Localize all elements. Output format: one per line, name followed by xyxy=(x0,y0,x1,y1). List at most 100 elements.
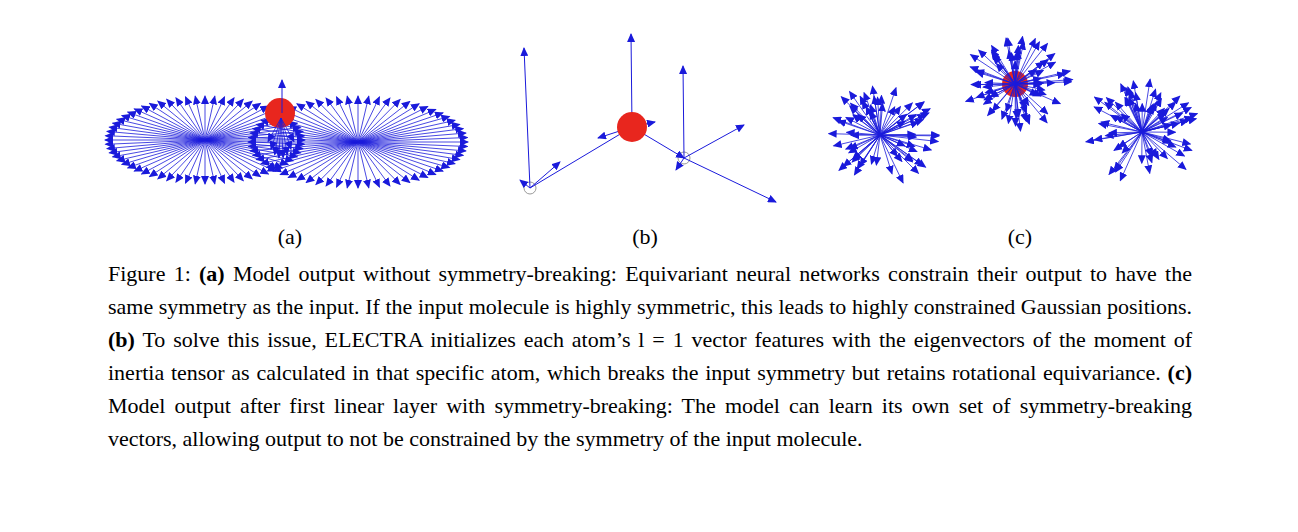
vector-arrow xyxy=(358,142,449,168)
vector-arrow xyxy=(880,114,907,135)
vector-arrow xyxy=(1142,132,1186,169)
vector-arrow xyxy=(880,107,900,135)
vector-arrow xyxy=(833,118,880,135)
vector-arrow xyxy=(142,106,205,140)
vector-arrow xyxy=(984,84,1015,100)
vector-arrow xyxy=(358,142,379,187)
vector-arrow xyxy=(347,96,358,142)
vector-arrow xyxy=(1126,98,1142,132)
vector-arrow xyxy=(530,127,632,188)
vector-arrow xyxy=(205,103,261,140)
vector-arrow xyxy=(1094,107,1142,132)
vector-arrow xyxy=(281,118,283,158)
vector-arrow xyxy=(205,140,206,184)
vector-arrow xyxy=(973,84,1015,86)
vector-arrow xyxy=(358,113,443,142)
vector-arrow xyxy=(358,124,460,142)
vector-arrow xyxy=(851,135,880,136)
vector-arrow xyxy=(829,134,880,135)
vector-arrow xyxy=(684,158,776,202)
vector-arrow xyxy=(880,122,918,135)
vector-arrow xyxy=(880,135,938,142)
panel-label: (c) xyxy=(1008,224,1032,250)
vector-arrow xyxy=(128,112,205,140)
vector-arrow xyxy=(880,135,903,183)
vector-arrow xyxy=(880,135,913,162)
atom-circle xyxy=(617,112,647,142)
vector-arrow xyxy=(839,135,880,170)
vector-arrow xyxy=(249,142,358,147)
vector-arrow xyxy=(1142,132,1152,156)
vector-arrow xyxy=(880,135,931,150)
vector-arrow xyxy=(976,84,1015,97)
vector-arrow xyxy=(297,142,358,180)
vector-arrow xyxy=(520,180,530,188)
vector-arrow xyxy=(337,97,358,142)
vector-arrow xyxy=(205,140,243,181)
vector-arrow xyxy=(1002,84,1015,119)
panel-label: (b) xyxy=(632,224,658,250)
vector-arrow xyxy=(1015,71,1070,84)
vector-arrow xyxy=(880,102,924,135)
vector-arrow xyxy=(250,142,358,151)
vector-arrow xyxy=(358,142,359,188)
vector-arrow xyxy=(205,140,225,183)
vector-arrow xyxy=(880,88,896,135)
panel-c-arrows xyxy=(829,37,1198,183)
vector-arrow xyxy=(864,93,880,135)
vector-arrow xyxy=(358,142,400,184)
vector-arrow xyxy=(1116,132,1142,172)
vector-arrow xyxy=(990,84,1015,97)
vector-arrow xyxy=(185,97,205,140)
vector-arrow xyxy=(676,158,684,170)
panel-a-arrows xyxy=(105,80,468,188)
vector-arrow xyxy=(530,162,560,188)
vector-arrow xyxy=(1142,132,1175,133)
panel-label: (a) xyxy=(278,224,302,250)
vector-arrow xyxy=(113,140,205,157)
vector-arrow xyxy=(860,135,880,166)
vector-arrow xyxy=(880,113,929,135)
vector-arrow xyxy=(167,99,205,140)
vector-arrow xyxy=(316,100,358,142)
vector-arrow xyxy=(1086,132,1142,142)
vector-arrow xyxy=(268,118,281,142)
vector-arrow xyxy=(122,116,205,140)
vector-arrow xyxy=(1142,132,1171,143)
vector-arrow xyxy=(524,48,530,188)
vector-arrow xyxy=(107,140,205,149)
vector-arrow xyxy=(1115,102,1142,132)
vector-arrow xyxy=(1015,39,1035,84)
vector-arrow xyxy=(282,80,283,113)
vector-arrow xyxy=(1015,84,1047,123)
vector-arrow xyxy=(880,135,926,167)
vector-arrow xyxy=(984,84,1015,104)
vector-arrow xyxy=(1141,132,1142,163)
vector-arrow xyxy=(358,96,359,142)
vector-arrow xyxy=(1015,84,1020,131)
vector-arrow xyxy=(880,135,892,174)
vector-arrow xyxy=(1015,42,1024,84)
vector-arrow xyxy=(1015,62,1055,84)
vector-arrow xyxy=(970,67,1015,84)
vector-arrow xyxy=(205,96,206,140)
vector-arrow xyxy=(880,103,912,135)
vector-arrow xyxy=(358,142,455,164)
panel-b-arrows xyxy=(520,34,776,202)
vector-arrow xyxy=(205,140,215,184)
vector-arrow xyxy=(1142,103,1188,132)
vector-arrow xyxy=(880,103,883,135)
vector-arrow xyxy=(149,140,205,177)
vector-arrow xyxy=(880,102,924,135)
vector-arrow xyxy=(992,46,1015,84)
vector-arrow xyxy=(971,55,1015,84)
vector-arrow xyxy=(991,50,1015,84)
vector-arrow xyxy=(128,140,205,168)
vector-arrow xyxy=(1142,114,1197,132)
vector-arrow xyxy=(1015,84,1026,121)
vector-arrow xyxy=(1121,84,1142,132)
vector-arrow xyxy=(1142,121,1188,132)
vector-arrow xyxy=(1142,104,1153,132)
vector-arrow xyxy=(1142,132,1184,156)
vector-arrow xyxy=(1008,84,1015,123)
